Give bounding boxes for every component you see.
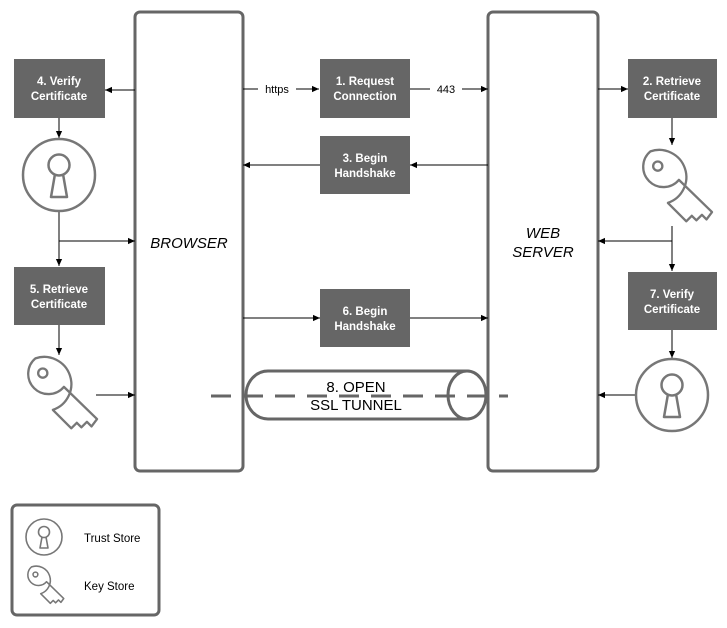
step-2-box: 2. Retrieve Certificate <box>628 59 717 118</box>
svg-text:Certificate: Certificate <box>31 299 87 311</box>
step-6-box: 6. Begin Handshake <box>320 289 410 347</box>
trust-store-icon <box>21 137 97 213</box>
svg-text:6. Begin: 6. Begin <box>343 306 388 318</box>
trust-store-icon <box>634 357 710 433</box>
svg-text:4. Verify: 4. Verify <box>37 76 82 88</box>
ssl-tunnel-label-line2: SSL TUNNEL <box>310 397 402 414</box>
svg-text:Certificate: Certificate <box>31 91 87 103</box>
key-store-icon <box>642 148 714 223</box>
web-server-label-line1: WEB <box>526 225 560 242</box>
web-server-label-line2: SERVER <box>512 244 574 261</box>
svg-text:Connection: Connection <box>333 91 396 103</box>
ssl-tunnel: 8. OPEN SSL TUNNEL <box>211 369 508 421</box>
step-1-box: 1. Request Connection <box>320 59 410 118</box>
svg-text:3. Begin: 3. Begin <box>343 153 388 165</box>
legend-trust-store-label: Trust Store <box>84 533 140 545</box>
svg-text:1. Request: 1. Request <box>336 76 394 88</box>
step-3-box: 3. Begin Handshake <box>320 136 410 194</box>
legend-key-store-label: Key Store <box>84 581 135 593</box>
legend: Trust Store Key Store <box>10 503 161 617</box>
browser-label: BROWSER <box>150 235 228 252</box>
svg-text:7. Verify: 7. Verify <box>650 289 695 301</box>
svg-text:2. Retrieve: 2. Retrieve <box>643 76 701 88</box>
step-7-box: 7. Verify Certificate <box>628 272 717 330</box>
https-label: https <box>265 84 289 96</box>
legend-trust-store-icon <box>25 518 63 556</box>
svg-text:Handshake: Handshake <box>334 168 395 180</box>
step-4-box: 4. Verify Certificate <box>14 59 105 118</box>
key-store-icon <box>27 355 99 430</box>
svg-text:5. Retrieve: 5. Retrieve <box>30 284 88 296</box>
port-443-label: 443 <box>437 84 455 96</box>
step-5-box: 5. Retrieve Certificate <box>14 267 105 325</box>
svg-text:Handshake: Handshake <box>334 321 395 333</box>
svg-text:Certificate: Certificate <box>644 304 700 316</box>
legend-key-store-icon <box>27 565 65 605</box>
ssl-tunnel-label-line1: 8. OPEN <box>326 379 385 396</box>
svg-text:Certificate: Certificate <box>644 91 700 103</box>
